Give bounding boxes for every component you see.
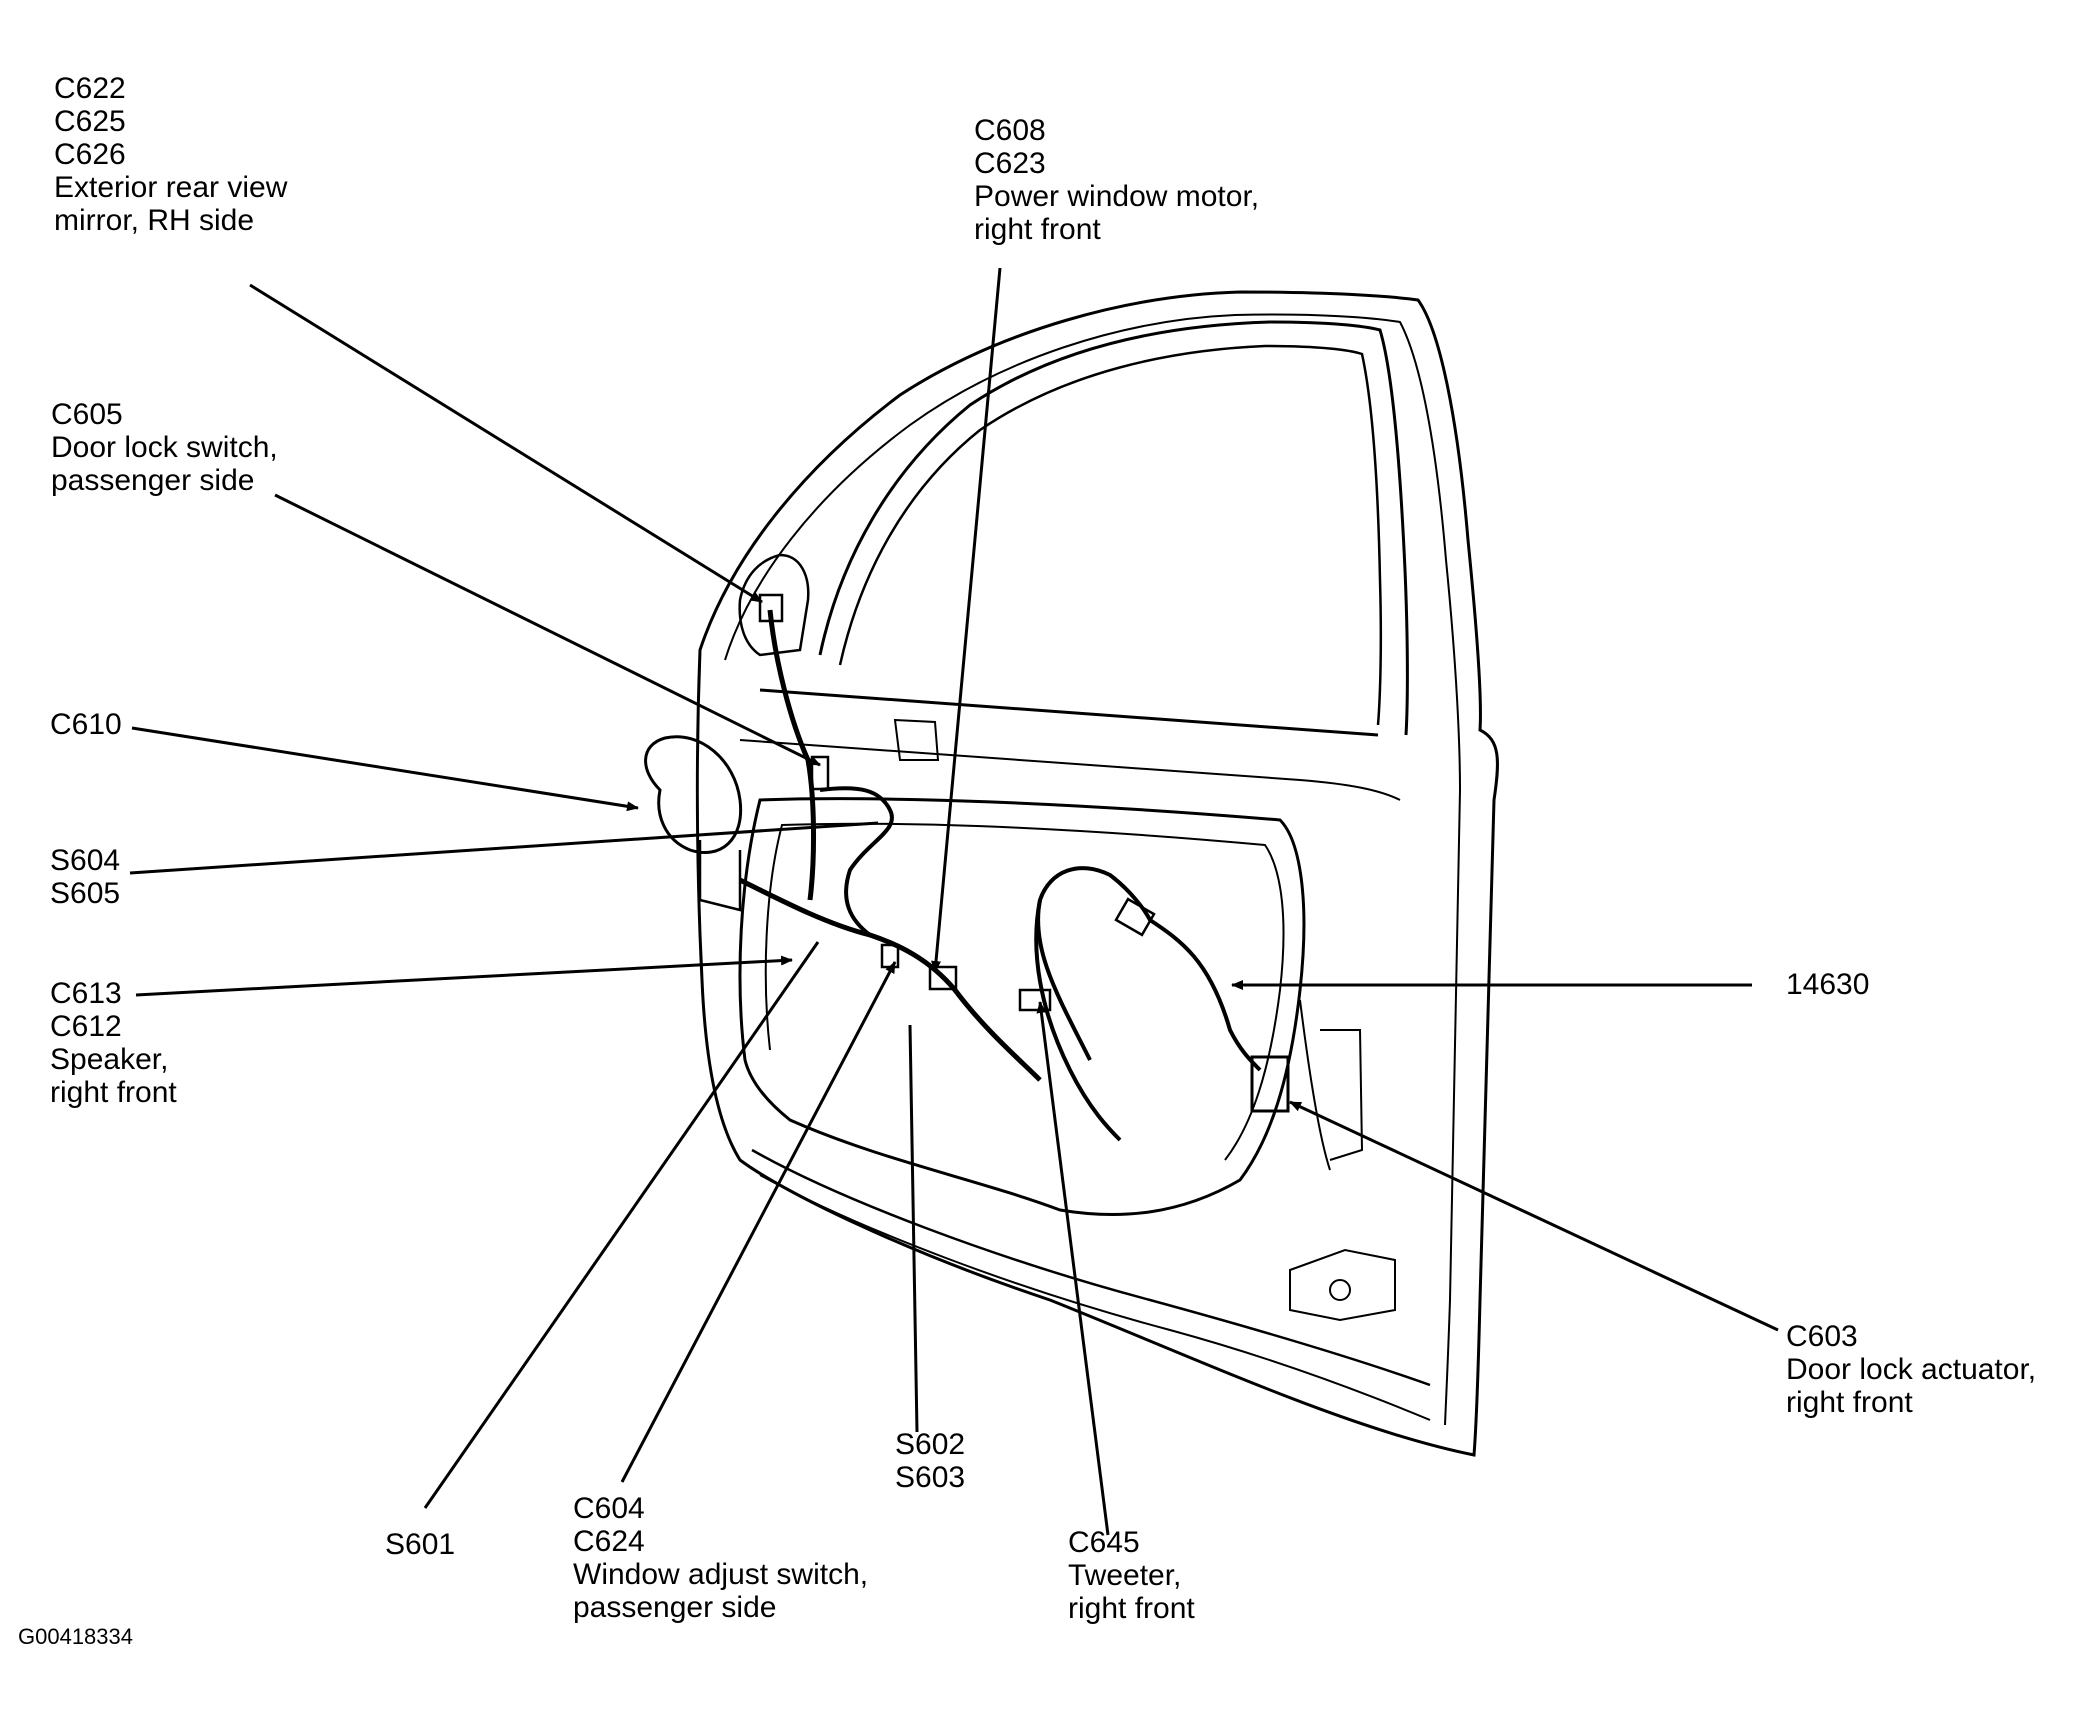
callout-line: S605 [50, 877, 121, 910]
callout-line: Tweeter, [1068, 1559, 1182, 1592]
lower-door-edge-2 [759, 1174, 1431, 1421]
callout-line: C622 [54, 72, 126, 105]
panel-hole [1329, 1279, 1351, 1301]
callout-s602: S602 S603 [895, 1428, 965, 1494]
leader-s604 [129, 821, 879, 875]
callout-door-lock-switch: C605 Door lock switch, passenger side [51, 398, 278, 497]
callout-line: Window adjust switch, [573, 1558, 869, 1591]
callout-line: Power window motor, [974, 180, 1260, 213]
callout-line: Door lock switch, [51, 431, 278, 464]
leader-lines [129, 267, 1779, 1536]
handle-recess [893, 718, 940, 761]
leader-window-switch [620, 961, 897, 1483]
door-lock-actuator-connector [1250, 1055, 1290, 1113]
callout-line: C612 [50, 1010, 122, 1043]
speaker-ring [644, 735, 743, 855]
callout-line: C645 [1068, 1526, 1140, 1559]
callout-line: Exterior rear view [54, 171, 288, 204]
callout-window-motor: C608 C623 Power window motor, right fron… [974, 114, 1259, 246]
callout-line: right front [1786, 1386, 1913, 1419]
harness-loop [819, 786, 894, 937]
harness-main [738, 609, 1042, 1082]
leader-tweeter [1036, 1001, 1110, 1536]
harness-tweeter-drop [1034, 899, 1122, 1142]
callout-line: C625 [54, 105, 126, 138]
callout-line: C613 [50, 977, 122, 1010]
mirror-mount [738, 553, 810, 657]
callout-line: C604 [573, 1492, 645, 1525]
mirror-connector [758, 593, 784, 623]
harness-grommet [1114, 897, 1156, 937]
lower-door-edge [751, 1148, 1431, 1387]
callout-line: C624 [573, 1525, 645, 1558]
door-outline [695, 290, 1499, 1457]
callout-window-switch: C604 C624 Window adjust switch, passenge… [573, 1492, 868, 1624]
callout-line: Door lock actuator, [1786, 1353, 2037, 1386]
callout-line: passenger side [573, 1591, 777, 1624]
hinge-recess [1289, 1248, 1396, 1322]
leader-window-motor [931, 267, 1002, 973]
callout-line: passenger side [51, 464, 255, 497]
callout-line: S602 [895, 1428, 966, 1461]
window-motor-connector [928, 965, 958, 991]
inner-panel-cutout [738, 797, 1306, 1217]
callout-line: right front [50, 1076, 177, 1109]
window-frame-outer [818, 320, 1409, 736]
callout-line: Speaker, [50, 1043, 169, 1076]
leader-mirror [249, 283, 763, 604]
door-outer-shell [695, 290, 1499, 1457]
leader-door-lock-switch [274, 493, 821, 767]
belt-line-lower [739, 739, 1401, 801]
callout-line: S603 [895, 1461, 966, 1494]
leader-s602 [908, 1024, 919, 1433]
callout-line: C608 [974, 114, 1046, 147]
callout-line: S601 [385, 1528, 456, 1561]
belt-line [759, 688, 1379, 737]
callout-s604: S604 S605 [50, 844, 120, 910]
callout-line: C610 [50, 708, 122, 741]
leader-s601 [423, 941, 820, 1509]
window-frame-inner [838, 344, 1383, 726]
wiring-harness [644, 593, 1290, 1142]
callout-door-lock-actuator: C603 Door lock actuator, right front [1786, 1320, 2036, 1419]
callout-line: C626 [54, 138, 126, 171]
callout-line: right front [1068, 1592, 1195, 1625]
callout-s601: S601 [385, 1528, 455, 1561]
callout-line: C605 [51, 398, 123, 431]
inner-panel-cutout-inner [764, 822, 1285, 1161]
callout-line: 14630 [1786, 968, 1870, 1001]
callout-line: C603 [1786, 1320, 1858, 1353]
callout-line: C623 [974, 147, 1046, 180]
callout-mirror: C622 C625 C626 Exterior rear view mirror… [54, 72, 287, 237]
callout-speaker: C613 C612 Speaker, right front [50, 977, 177, 1109]
leader-speaker [135, 955, 793, 997]
callout-line: right front [974, 213, 1101, 246]
figure-id: G00418334 [18, 1624, 133, 1649]
leader-c610 [131, 726, 639, 812]
callout-tweeter: C645 Tweeter, right front [1068, 1526, 1195, 1625]
leader-door-lock-actuator [1289, 1100, 1779, 1332]
callout-line: mirror, RH side [54, 204, 255, 237]
tweeter-connector [1018, 988, 1052, 1012]
callout-c610: C610 [50, 708, 122, 741]
callout-harness: 14630 [1786, 968, 1869, 1001]
latch-side-edge [1299, 999, 1364, 1171]
callout-line: S604 [50, 844, 121, 877]
harness-tweeter-loop [1036, 866, 1262, 1072]
door-inner-shell [724, 313, 1462, 1426]
